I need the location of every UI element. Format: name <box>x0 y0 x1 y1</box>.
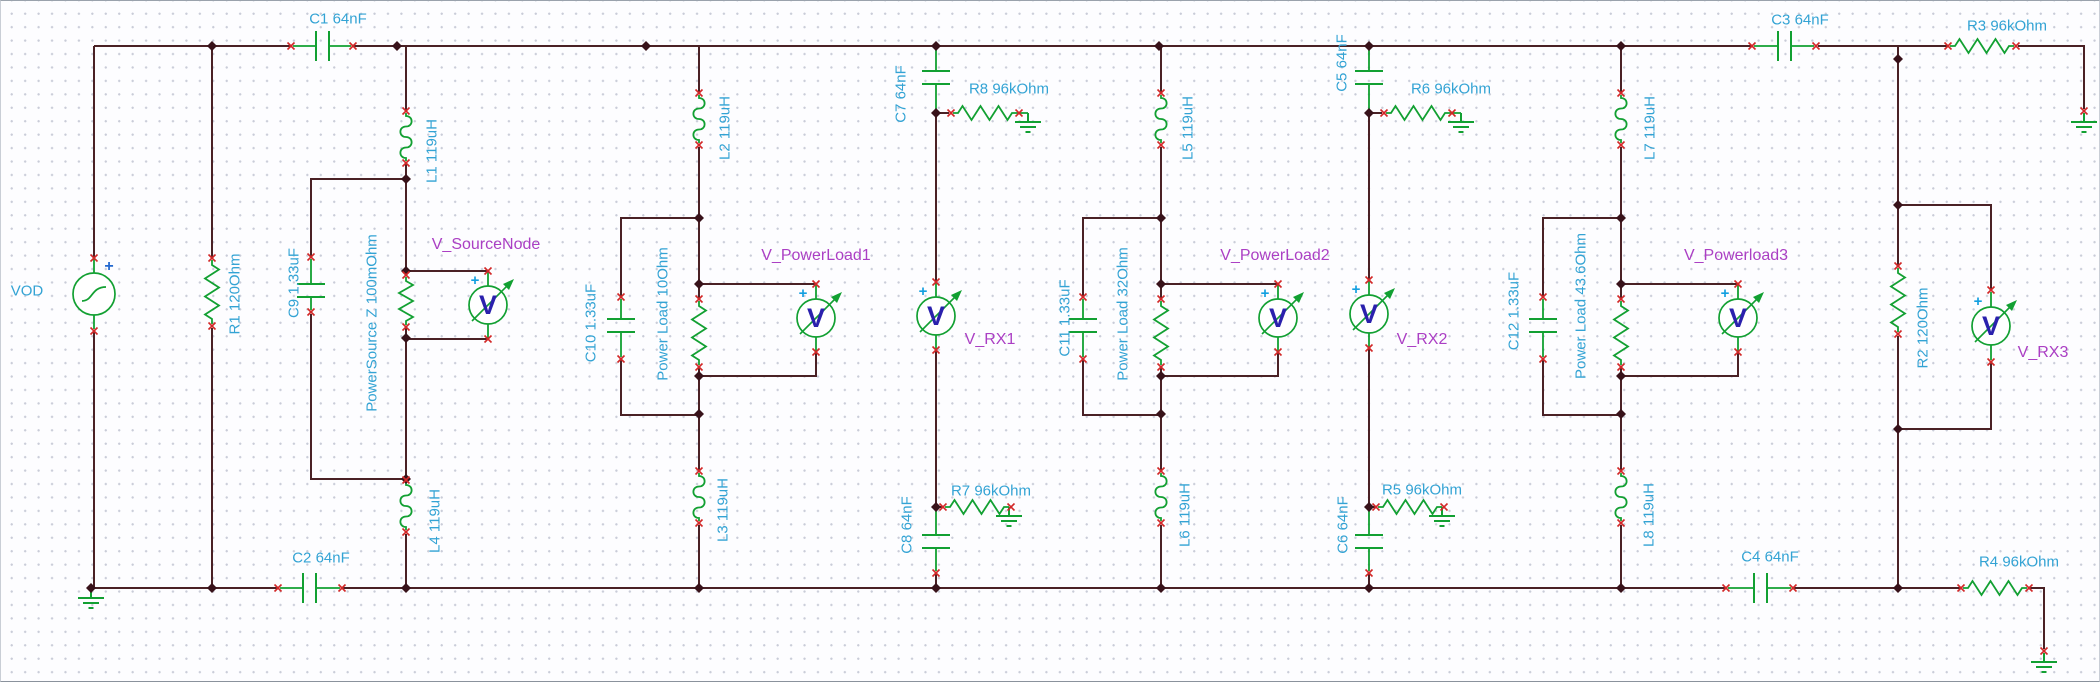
component-L8[interactable] <box>1614 472 1628 522</box>
component-R6[interactable] <box>1385 105 1451 121</box>
voltmeter-V_RX2[interactable] <box>1349 279 1396 349</box>
component-L1[interactable] <box>399 112 413 162</box>
label-C1[interactable]: C1 64nF <box>309 10 367 28</box>
label-V_RX1[interactable]: V_RX1 <box>964 331 1016 348</box>
component-L7[interactable] <box>1614 94 1628 144</box>
junction-dots <box>86 41 1903 593</box>
label-C5[interactable]: C5 64nF <box>1333 34 1351 92</box>
ground-icon[interactable] <box>1447 112 1475 133</box>
label-V_PowerLoad1[interactable]: V_PowerLoad1 <box>761 247 871 264</box>
component-PowerSourceZ[interactable] <box>398 276 414 326</box>
component-C1[interactable] <box>315 30 330 62</box>
ground-icon[interactable] <box>2030 652 2058 673</box>
component-C10[interactable] <box>606 318 636 333</box>
component-C2[interactable] <box>302 572 317 604</box>
label-R7[interactable]: R7 96kOhm <box>950 482 1032 500</box>
label-C6[interactable]: C6 64nF <box>1334 496 1352 554</box>
label-L1[interactable]: L1 119uH <box>423 119 441 183</box>
component-PowerLoad1[interactable] <box>691 300 707 366</box>
label-L6[interactable]: L6 119uH <box>1176 483 1194 547</box>
ground-icon[interactable] <box>1014 112 1042 133</box>
label-L4[interactable]: L4 119uH <box>426 489 444 553</box>
label-PowerLoad1[interactable]: Power Load 10Ohm <box>654 247 672 381</box>
label-C12[interactable]: C12 1.33uF <box>1505 271 1523 351</box>
component-PowerLoad2[interactable] <box>1153 300 1169 366</box>
label-V_RX2[interactable]: V_RX2 <box>1396 331 1448 348</box>
label-R5[interactable]: R5 96kOhm <box>1381 481 1463 499</box>
component-C3[interactable] <box>1777 30 1792 62</box>
component-terminal-stubs <box>280 45 1814 589</box>
voltmeter-V_Powerload3[interactable] <box>1718 283 1765 353</box>
label-V_RX3[interactable]: V_RX3 <box>2017 344 2069 361</box>
source-plus-sign: + <box>104 258 114 275</box>
component-C12[interactable] <box>1528 318 1558 333</box>
label-V_SourceNode[interactable]: V_SourceNode <box>431 236 541 253</box>
label-C4[interactable]: C4 64nF <box>1741 548 1799 566</box>
label-C11[interactable]: C11 1.33uF <box>1056 279 1074 357</box>
label-L2[interactable]: L2 119uH <box>716 96 734 160</box>
voltmeter-V_PowerLoad1[interactable] <box>796 283 843 353</box>
label-V_PowerLoad2[interactable]: V_PowerLoad2 <box>1220 247 1330 264</box>
label-R4[interactable]: R4 96kOhm <box>1978 553 2060 571</box>
label-R3[interactable]: R3 96kOhm <box>1966 17 2048 35</box>
component-C8[interactable] <box>921 534 951 549</box>
component-L2[interactable] <box>692 94 706 144</box>
component-C4[interactable] <box>1753 572 1768 604</box>
voltmeter-V_PowerLoad2[interactable] <box>1258 283 1305 353</box>
label-R2[interactable]: R2 120Ohm <box>1914 287 1932 369</box>
label-VOD[interactable]: VOD <box>10 282 44 300</box>
component-R1[interactable] <box>204 259 220 325</box>
label-PowerLoad2[interactable]: Power Load 32Ohm <box>1114 247 1132 381</box>
label-C9[interactable]: C9 1.33uF <box>285 247 303 319</box>
voltmeter-V_SourceNode[interactable] <box>468 270 515 340</box>
label-L7[interactable]: L7 119uH <box>1641 96 1659 160</box>
label-C8[interactable]: C8 64nF <box>898 496 916 554</box>
label-V_Powerload3[interactable]: V_Powerload3 <box>1683 247 1789 264</box>
component-C6[interactable] <box>1354 534 1384 549</box>
label-C3[interactable]: C3 64nF <box>1771 11 1829 29</box>
component-PowerLoad3[interactable] <box>1613 300 1629 366</box>
label-PowerSourceZ[interactable]: PowerSource Z 100mOhm <box>363 234 381 412</box>
component-R4[interactable] <box>1962 580 2028 596</box>
component-C7[interactable] <box>921 70 951 85</box>
label-R1[interactable]: R1 120Ohm <box>226 253 244 335</box>
component-R8[interactable] <box>952 105 1018 121</box>
label-C2[interactable]: C2 64nF <box>292 549 350 567</box>
component-R2[interactable] <box>1890 267 1906 333</box>
label-C7[interactable]: C7 64nF <box>892 65 910 123</box>
label-L8[interactable]: L8 119uH <box>1640 483 1658 547</box>
component-L5[interactable] <box>1154 94 1168 144</box>
component-L6[interactable] <box>1154 472 1168 522</box>
label-R6[interactable]: R6 96kOhm <box>1410 80 1492 98</box>
label-C10[interactable]: C10 1.33uF <box>582 283 600 363</box>
component-L4[interactable] <box>399 481 413 531</box>
label-L5[interactable]: L5 119uH <box>1179 96 1197 160</box>
voltmeter-V_RX1[interactable] <box>916 281 963 351</box>
label-L3[interactable]: L3 119uH <box>714 478 732 542</box>
component-R7[interactable] <box>944 499 1010 515</box>
label-PowerLoad3[interactable]: Power Load 43.6Ohm <box>1572 233 1590 379</box>
component-R5[interactable] <box>1377 499 1443 515</box>
component-R3[interactable] <box>1949 38 2015 54</box>
voltmeter-V_RX3[interactable] <box>1971 291 2018 361</box>
label-R8[interactable]: R8 96kOhm <box>968 80 1050 98</box>
component-C5[interactable] <box>1354 70 1384 85</box>
wires[interactable] <box>91 45 2085 649</box>
ground-icon[interactable] <box>2070 112 2098 133</box>
component-L3[interactable] <box>692 472 706 522</box>
